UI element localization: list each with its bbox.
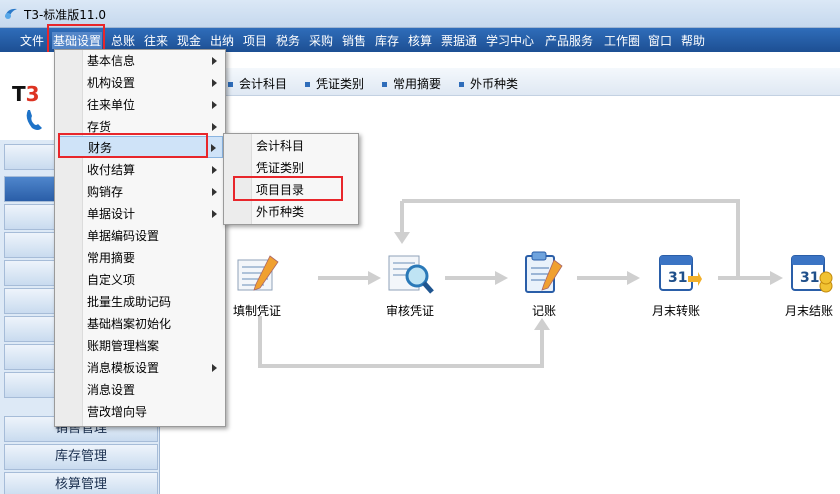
menu-bar: 文件 基础设置 总账 往来 现金 出纳 项目 税务 采购 销售 库存 核算 票据…	[0, 28, 840, 52]
menu-item-archive-init[interactable]: 基础档案初始化	[87, 317, 172, 331]
bullet-icon	[228, 82, 233, 87]
nav-costing-management[interactable]: 核算管理	[4, 472, 158, 494]
flow-connectors	[258, 199, 783, 368]
toolbar-item-label: 会计科目	[239, 77, 288, 91]
submenu-arrow-icon	[212, 188, 217, 196]
menu-sales[interactable]: 销售	[342, 34, 367, 48]
post-ledger-icon	[525, 251, 563, 293]
menu-item-custom-fields[interactable]: 自定义项	[87, 273, 136, 287]
menu-file[interactable]: 文件	[20, 34, 45, 48]
toolbar-item-label: 凭证类别	[316, 77, 365, 91]
menu-bills[interactable]: 票据通	[441, 34, 478, 48]
menu-inventory[interactable]: 库存	[375, 34, 400, 48]
bullet-icon	[305, 82, 310, 87]
menu-item-inventory[interactable]: 存货	[87, 116, 223, 138]
month-end-close-icon: 31	[791, 255, 833, 293]
menu-project[interactable]: 项目	[243, 34, 268, 48]
menu-cashier[interactable]: 出纳	[210, 34, 235, 48]
menu-general-ledger[interactable]: 总账	[111, 34, 136, 48]
menu-item-document-numbering[interactable]: 单据编码设置	[87, 229, 160, 243]
menu-item-basic-info[interactable]: 基本信息	[87, 50, 223, 72]
submenu-item-accounts[interactable]: 会计科目	[256, 139, 305, 153]
toolbar-item-voucher-types[interactable]: 凭证类别	[305, 75, 364, 92]
month-end-transfer-icon: 31	[659, 255, 702, 291]
menu-item-batch-mnemonic[interactable]: 批量生成助记码	[87, 295, 172, 309]
window-title: T3-标准版11.0	[24, 8, 107, 22]
submenu-arrow-icon	[211, 144, 216, 152]
menu-item-vat-wizard[interactable]: 营改增向导	[87, 405, 148, 419]
fill-voucher-icon	[237, 255, 279, 291]
phone-icon	[26, 110, 42, 130]
submenu-arrow-icon	[212, 123, 217, 131]
menu-tax[interactable]: 税务	[276, 34, 301, 48]
menu-item-period-archive[interactable]: 账期管理档案	[87, 339, 160, 353]
flow-node-fill-voucher[interactable]: 填制凭证	[233, 304, 282, 318]
svg-text:31: 31	[800, 270, 819, 286]
toolbar-item-common-summary[interactable]: 常用摘要	[382, 75, 441, 92]
menu-basic-settings[interactable]: 基础设置	[52, 32, 103, 49]
menu-item-settlement[interactable]: 收付结算	[87, 159, 223, 181]
menu-item-purchase-sales-stock[interactable]: 购销存	[87, 181, 223, 203]
svg-text:31: 31	[668, 270, 687, 286]
menu-receivables[interactable]: 往来	[144, 34, 169, 48]
flow-node-review-voucher[interactable]: 审核凭证	[386, 304, 435, 318]
menu-item-message-settings[interactable]: 消息设置	[87, 383, 136, 397]
toolbar-item-label: 外币种类	[470, 77, 519, 91]
app-logo-icon	[5, 8, 17, 19]
menu-item-common-summary[interactable]: 常用摘要	[87, 251, 136, 265]
menu-item-document-design[interactable]: 单据设计	[87, 203, 223, 225]
submenu-item-currency[interactable]: 外币种类	[256, 205, 305, 219]
bullet-icon	[459, 82, 464, 87]
menu-item-partner-units[interactable]: 往来单位	[87, 94, 223, 116]
review-voucher-icon	[388, 255, 434, 294]
menu-item-finance[interactable]: 财务	[59, 136, 223, 158]
submenu-arrow-icon	[212, 210, 217, 218]
toolbar-strip	[200, 68, 840, 96]
t3-logo: T3	[8, 78, 53, 138]
submenu-item-project-directory[interactable]: 项目目录	[256, 183, 305, 197]
basic-settings-dropdown: 基本信息 机构设置 往来单位 存货 财务 收付结算 购销存 单据设计 单据编码设…	[54, 49, 226, 427]
menu-item-message-template[interactable]: 消息模板设置	[87, 357, 223, 379]
menu-item-org-settings[interactable]: 机构设置	[87, 72, 223, 94]
submenu-arrow-icon	[212, 57, 217, 65]
toolbar-item-label: 常用摘要	[393, 77, 442, 91]
submenu-arrow-icon	[212, 79, 217, 87]
toolbar-item-currency[interactable]: 外币种类	[459, 75, 518, 92]
submenu-arrow-icon	[212, 101, 217, 109]
nav-inventory-management[interactable]: 库存管理	[4, 444, 158, 470]
submenu-item-voucher-types[interactable]: 凭证类别	[256, 161, 305, 175]
flow-node-month-end-transfer[interactable]: 月末转账	[652, 304, 701, 318]
menu-costing[interactable]: 核算	[408, 34, 433, 48]
menu-purchase[interactable]: 采购	[309, 34, 334, 48]
finance-submenu: 会计科目 凭证类别 项目目录 外币种类	[223, 133, 359, 225]
menu-cash[interactable]: 现金	[177, 34, 202, 48]
title-bar: T3-标准版11.0	[0, 0, 840, 28]
menu-work-circle[interactable]: 工作圈	[604, 34, 641, 48]
menu-window[interactable]: 窗口	[648, 34, 673, 48]
bullet-icon	[382, 82, 387, 87]
toolbar-item-accounts[interactable]: 会计科目	[228, 75, 287, 92]
flow-node-post-ledger[interactable]: 记账	[532, 304, 557, 318]
flow-node-month-end-close[interactable]: 月末结账	[785, 304, 834, 318]
submenu-arrow-icon	[212, 364, 217, 372]
menu-learning-center[interactable]: 学习中心	[486, 34, 535, 48]
submenu-arrow-icon	[212, 166, 217, 174]
menu-product-service[interactable]: 产品服务	[545, 34, 594, 48]
menu-help[interactable]: 帮助	[681, 34, 706, 48]
